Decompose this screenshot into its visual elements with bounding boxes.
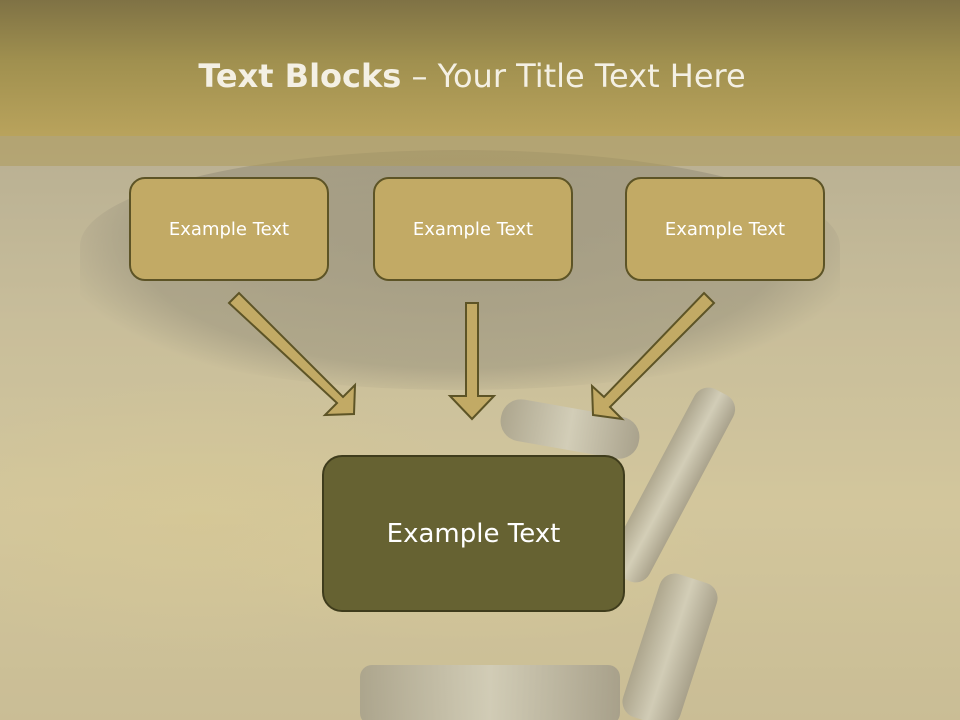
arrow-center[interactable] <box>447 302 497 421</box>
arrow-right[interactable] <box>590 291 716 421</box>
text-block-3[interactable]: Example Text <box>625 177 825 281</box>
text-block-main[interactable]: Example Text <box>322 455 625 612</box>
background-shell-casing <box>360 665 620 720</box>
text-block-1[interactable]: Example Text <box>129 177 329 281</box>
title-bold-part: Text Blocks <box>198 57 402 95</box>
slide-title[interactable]: Text Blocks – Your Title Text Here <box>0 56 944 96</box>
title-underband <box>0 136 960 166</box>
title-rest: Your Title Text Here <box>437 57 746 95</box>
title-bar <box>0 0 960 136</box>
arrow-left[interactable] <box>227 291 357 417</box>
title-dash: – <box>401 57 438 95</box>
text-block-2[interactable]: Example Text <box>373 177 573 281</box>
